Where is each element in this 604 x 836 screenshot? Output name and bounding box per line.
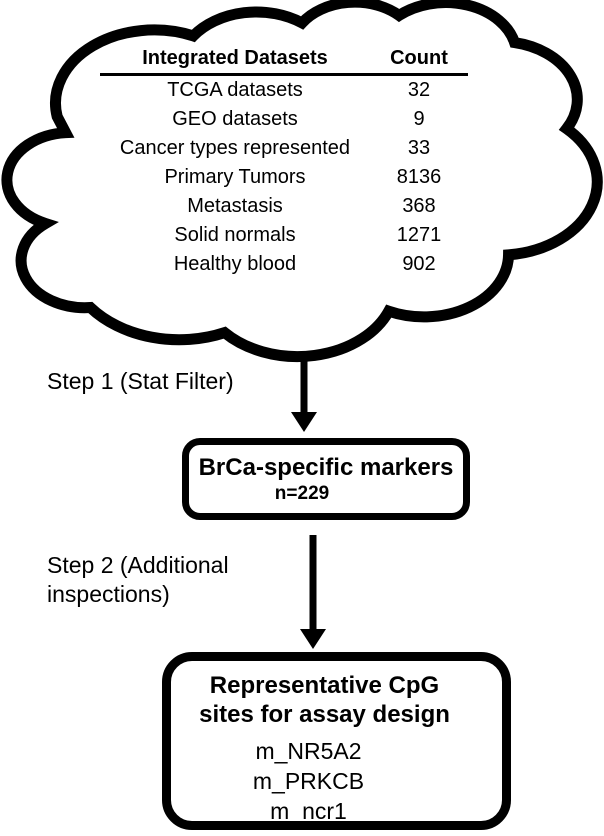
row-label: GEO datasets (172, 108, 298, 130)
cpg-sites-title-line2: sites for assay design (199, 701, 450, 728)
row-label: Cancer types represented (119, 137, 351, 159)
brca-markers-box: BrCa-specific markers n=229 (182, 438, 470, 520)
step1-label: Step 1 (Stat Filter) (47, 368, 234, 394)
row-count: 8136 (396, 166, 442, 188)
cpg-site-item: m_PRKCB (252, 768, 365, 794)
table-row: Primary Tumors 8136 (100, 163, 468, 192)
step2-label: Step 2 (Additional inspections) (47, 552, 229, 607)
table-row: GEO datasets 9 (100, 105, 468, 134)
row-label: Metastasis (187, 195, 283, 217)
table-row: Metastasis 368 (100, 192, 468, 221)
cpg-site-item: m_NR5A2 (255, 738, 362, 764)
row-label: Solid normals (174, 224, 296, 246)
row-label: Healthy blood (173, 253, 297, 275)
cpg-sites-box: Representative CpG sites for assay desig… (162, 652, 511, 830)
datasets-table-header: Integrated Datasets Count (100, 45, 468, 76)
down-arrow-icon (300, 535, 326, 649)
row-count: 368 (402, 195, 436, 217)
datasets-table: Integrated Datasets Count TCGA datasets … (100, 45, 468, 279)
row-count: 902 (402, 253, 436, 275)
row-count: 1271 (396, 224, 442, 246)
down-arrow-icon (291, 356, 317, 432)
row-count: 9 (413, 108, 425, 130)
row-count: 33 (407, 137, 431, 159)
cpg-site-item: m_ncr1 (270, 798, 347, 824)
table-row: TCGA datasets 32 (100, 76, 468, 105)
cpg-sites-list: m_NR5A2 m_PRKCB m_ncr1 (253, 736, 364, 826)
brca-markers-count: n=229 (274, 483, 330, 504)
table-row: Solid normals 1271 (100, 221, 468, 250)
brca-markers-title: BrCa-specific markers (198, 454, 454, 481)
header-count: Count (390, 47, 448, 69)
cpg-sites-title-line1: Representative CpG (209, 672, 440, 699)
row-label: Primary Tumors (164, 166, 306, 188)
cloud-shape-icon (6, 2, 598, 357)
table-row: Cancer types represented 33 (100, 134, 468, 163)
row-count: 32 (407, 79, 431, 101)
header-integrated-datasets: Integrated Datasets (142, 47, 328, 69)
table-row: Healthy blood 902 (100, 250, 468, 279)
row-label: TCGA datasets (167, 79, 303, 101)
